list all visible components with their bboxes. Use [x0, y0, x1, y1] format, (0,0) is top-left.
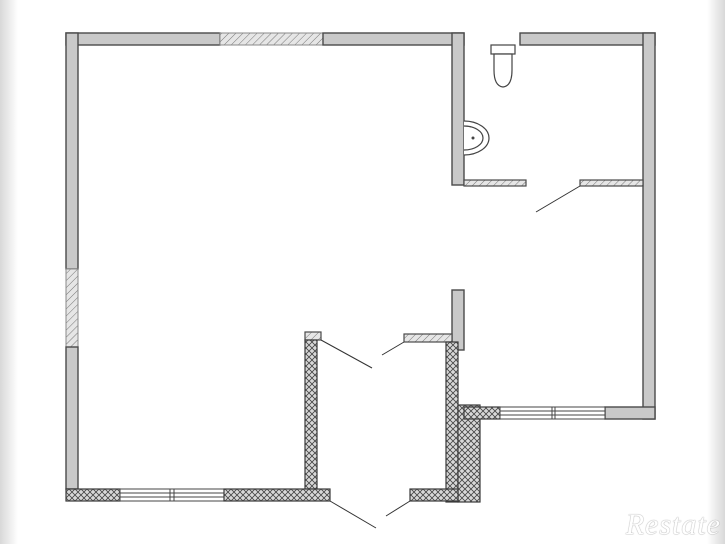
sink-icon [463, 120, 490, 156]
window-bottom [119, 488, 225, 502]
wall-left-lower [65, 346, 79, 490]
wall-top-middle [322, 32, 465, 46]
wall-right-bottom-end [604, 406, 656, 420]
wall-bottom-right [409, 488, 459, 502]
wall-bottom-left [65, 488, 121, 502]
step-wall-vertical [457, 404, 481, 503]
wall-left-upper [65, 32, 79, 270]
wall-right [642, 32, 656, 420]
corridor-left-cap [304, 331, 322, 341]
center-wall-stub [451, 289, 465, 351]
corridor-right-cap [403, 333, 453, 343]
watermark-logo: Restate [625, 508, 721, 541]
toilet-icon [490, 44, 516, 88]
corridor-left-wall [304, 339, 318, 490]
entrance-door-leaf-left [329, 500, 377, 529]
step-wall-horizontal [463, 406, 501, 420]
wall-top-right [519, 32, 656, 46]
wall-bottom-middle [223, 488, 331, 502]
inner-door-leaf-left [320, 339, 373, 369]
bathroom-partition-b [579, 179, 644, 187]
left-shadow [0, 0, 18, 544]
bathroom-partition-a [463, 179, 527, 187]
window-right [499, 406, 606, 420]
bathroom-door-leaf [535, 185, 581, 213]
right-shadow [707, 0, 725, 544]
bathroom-wall-left [451, 32, 465, 186]
wall-top-left [65, 32, 221, 46]
entrance-door-leaf-right [385, 500, 411, 517]
corridor-right-wall [445, 341, 459, 503]
opening-top [219, 32, 324, 46]
opening-left [65, 268, 79, 348]
inner-door-leaf-right [381, 341, 405, 356]
